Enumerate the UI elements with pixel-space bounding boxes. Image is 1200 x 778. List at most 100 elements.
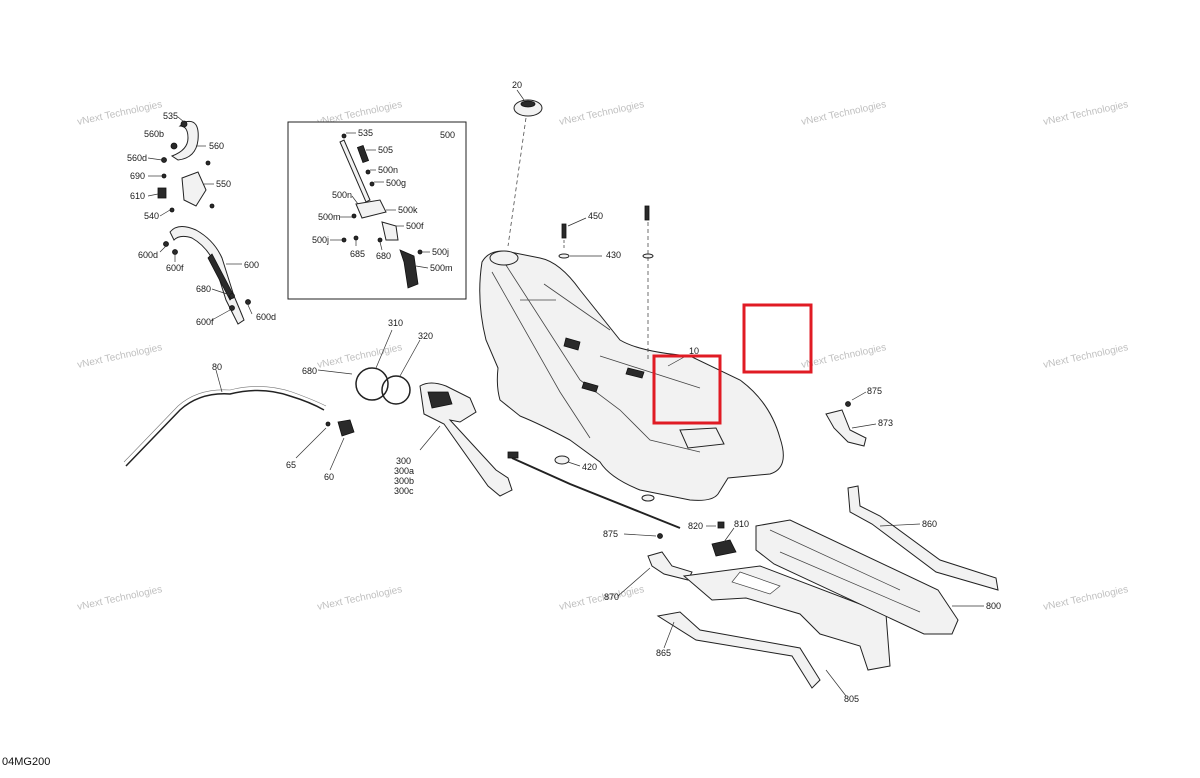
svg-text:vNext Technologies: vNext Technologies — [1042, 342, 1129, 371]
clamp-560b — [170, 142, 178, 150]
watermark: vNext Technologies — [316, 342, 403, 371]
watermark: vNext Technologies — [558, 584, 645, 613]
svg-text:vNext Technologies: vNext Technologies — [558, 584, 645, 613]
label-870: 870 — [604, 592, 619, 602]
strap-860 — [847, 485, 999, 591]
watermark: vNext Technologies — [76, 584, 163, 613]
nut-820 — [717, 521, 725, 529]
label-535: 535 — [163, 111, 178, 121]
tank-neck — [489, 250, 519, 266]
vent-hose-assembly: 535 560b 560 560d 690 550 610 540 600d 6… — [127, 111, 276, 327]
label-540: 540 — [144, 211, 159, 221]
plate-805 — [682, 565, 891, 671]
screw-540 — [169, 207, 175, 213]
clamp-535 — [180, 120, 188, 128]
bolt-top — [205, 160, 211, 166]
clamp-680 — [229, 293, 235, 299]
label-420: 420 — [582, 462, 597, 472]
plate-800-rib — [769, 529, 921, 613]
gasket-310 — [355, 367, 389, 401]
fuel-line — [511, 457, 681, 529]
label-860: 860 — [922, 519, 937, 529]
label-690: 690 — [130, 171, 145, 181]
label-873: 873 — [878, 418, 893, 428]
fuel-pump-300 — [419, 382, 513, 497]
watermark: vNext Technologies — [1042, 99, 1129, 128]
svg-text:vNext Technologies: vNext Technologies — [558, 99, 645, 128]
clamp-600f-b — [229, 305, 235, 311]
gasket-320 — [381, 375, 411, 405]
label-600f-b: 600f — [196, 317, 214, 327]
hose-600-sleeve — [207, 253, 235, 301]
washer-430 — [558, 253, 570, 259]
watermark: vNext Technologies — [1042, 584, 1129, 613]
inset-label-535: 535 — [358, 128, 373, 138]
label-80: 80 — [212, 362, 222, 372]
label-300: 300 — [396, 456, 411, 466]
label-320: 320 — [418, 331, 433, 341]
cap-axis-line — [507, 117, 527, 247]
label-560b: 560b — [144, 129, 164, 139]
label-805: 805 — [844, 694, 859, 704]
label-310: 310 — [388, 318, 403, 328]
clamp-600f — [172, 249, 178, 255]
svg-text:vNext Technologies: vNext Technologies — [316, 584, 403, 613]
svg-text:vNext Technologies: vNext Technologies — [800, 99, 887, 128]
inset-label-505: 505 — [378, 145, 393, 155]
fuel-tank-assembly: 20 450 430 10 420 — [479, 80, 784, 502]
svg-text:vNext Technologies: vNext Technologies — [1042, 99, 1129, 128]
cable-assembly: 80 65 60 — [123, 362, 355, 482]
inset-clamp-500j — [341, 237, 347, 243]
plate-805-cutout — [731, 571, 781, 595]
fitting-65 — [325, 421, 331, 427]
inset-500: 500 535 505 500n 500g 500n 500k 500m — [287, 121, 467, 300]
label-800: 800 — [986, 601, 1001, 611]
label-300b: 300b — [394, 476, 414, 486]
watermark: vNext Technologies — [800, 342, 887, 371]
label-875: 875 — [603, 529, 618, 539]
label-300c: 300c — [394, 486, 414, 496]
label-810: 810 — [734, 519, 749, 529]
strap-865 — [656, 611, 821, 689]
watermark: vNext Technologies — [76, 99, 163, 128]
label-600d-b: 600d — [256, 312, 276, 322]
label-60: 60 — [324, 472, 334, 482]
cable-80-outer — [123, 386, 327, 463]
inset-clamp-535 — [341, 133, 347, 139]
tank-step — [679, 427, 725, 449]
fuel-cap-20-top — [520, 100, 536, 108]
inset-hose-505 — [356, 144, 370, 164]
strap-assembly: 875 820 810 870 865 805 800 860 875 873 — [603, 386, 1001, 704]
clip-810 — [711, 539, 737, 557]
label-610: 610 — [130, 191, 145, 201]
watermark: vNext Technologies — [800, 99, 887, 128]
watermark: vNext Technologies — [1042, 342, 1129, 371]
inset-label-500m: 500m — [318, 212, 341, 222]
bolt-450-b — [644, 205, 650, 221]
inset-label-500m-b: 500m — [430, 263, 453, 273]
bolt-450 — [561, 223, 567, 239]
inset-clamp-680 — [377, 237, 383, 243]
screw-690 — [161, 173, 167, 179]
highlight-box-empty[interactable] — [742, 303, 813, 374]
inset-title: 500 — [440, 130, 455, 140]
rubber-mount-b — [641, 494, 655, 502]
watermark: vNext Technologies — [558, 99, 645, 128]
tank-strap-slot-3 — [625, 367, 645, 379]
watermark: vNext Technologies — [316, 584, 403, 613]
highlight-box-tank[interactable] — [652, 354, 722, 425]
label-600d: 600d — [138, 250, 158, 260]
label-10: 10 — [689, 346, 699, 356]
svg-text:vNext Technologies: vNext Technologies — [1042, 584, 1129, 613]
diagram-code: 04MG200 — [2, 756, 51, 768]
tank-strap-slot-2 — [581, 381, 599, 393]
clamp-600d — [163, 241, 169, 247]
fuel-tank-10-inner — [491, 261, 701, 453]
valve-550 — [181, 171, 207, 207]
inset-label-500n-b: 500n — [332, 190, 352, 200]
watermark: vNext Technologies — [76, 342, 163, 371]
svg-text:vNext Technologies: vNext Technologies — [316, 342, 403, 371]
label-600: 600 — [244, 260, 259, 270]
clamp-600d-b — [245, 299, 251, 305]
